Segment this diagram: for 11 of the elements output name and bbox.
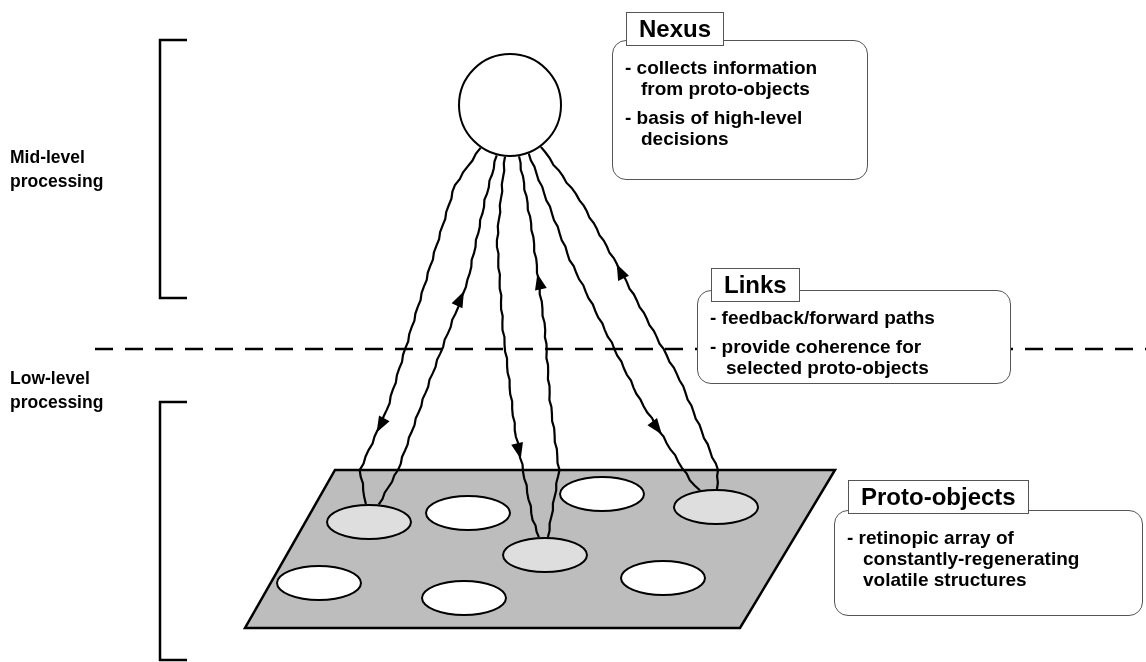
callout-heading: Nexus [626,12,725,46]
bullet-text: - provide coherence for selected proto-objects [710,336,930,378]
callout-heading: Proto-objects [848,480,1029,514]
callout-heading: Links [711,268,800,302]
bullet-text: - basis of high-level decisions [625,107,804,149]
level-label: Mid-level processing [10,146,105,193]
bullet-text: - retinopic array of constantly-regenerating volatile structures [847,527,1081,590]
bullet-text: - feedback/forward paths [710,307,936,328]
bullet-text: - collects information from proto-objects [625,57,819,99]
plane-surface [245,470,835,628]
level-label: Low-level processing [10,367,105,414]
